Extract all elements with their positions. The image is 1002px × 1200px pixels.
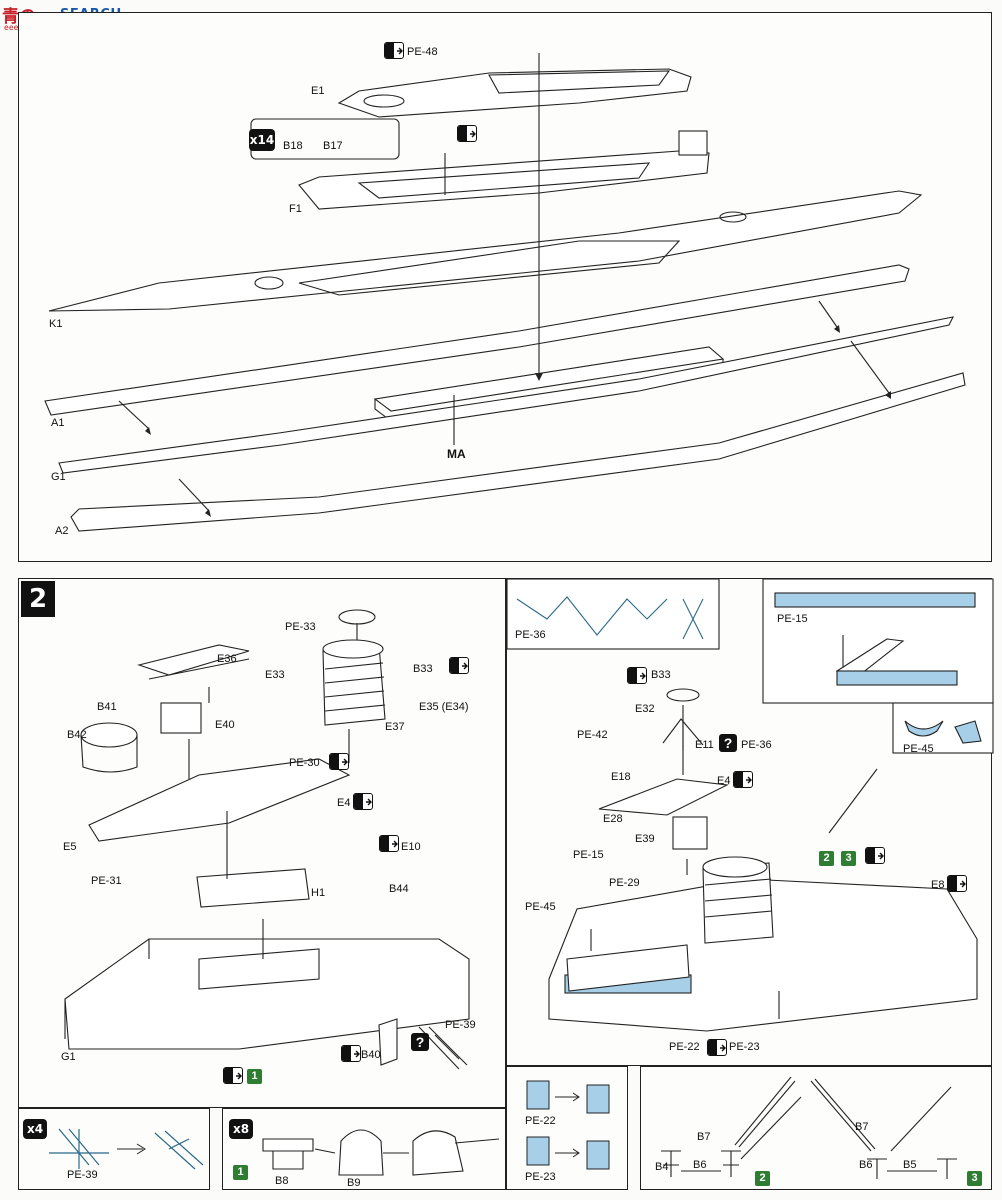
label-h1: H1 bbox=[311, 887, 326, 899]
pe-arrow-icon bbox=[865, 847, 885, 864]
label-g1: G1 bbox=[61, 1051, 76, 1063]
superstructure-drawing bbox=[64, 609, 470, 1070]
assembled-superstructure-drawing bbox=[506, 578, 994, 1032]
step-number: 2 bbox=[21, 581, 55, 617]
question-icon: ? bbox=[411, 1033, 429, 1051]
label-pe22: PE-22 bbox=[525, 1115, 556, 1127]
label-b6: B6 bbox=[693, 1159, 707, 1171]
label-e33: E33 bbox=[265, 669, 285, 681]
label-pe31: PE-31 bbox=[91, 875, 122, 887]
pe-arrow-icon bbox=[947, 875, 967, 892]
pe-arrow-icon bbox=[379, 835, 399, 852]
pe-arrow-icon bbox=[707, 1039, 727, 1056]
label-pe33: PE-33 bbox=[285, 621, 316, 633]
step-2-badge: 2 bbox=[819, 851, 834, 866]
label-b44: B44 bbox=[389, 883, 409, 895]
label-pe42: PE-42 bbox=[577, 729, 608, 741]
label-pe23: PE-23 bbox=[729, 1041, 760, 1053]
label-e1: E1 bbox=[311, 85, 325, 97]
label-e18: E18 bbox=[611, 771, 631, 783]
repeat-x8-badge: x8 bbox=[229, 1119, 253, 1139]
label-e40: E40 bbox=[215, 719, 235, 731]
pe-arrow-icon bbox=[627, 667, 647, 684]
label-pe15: PE-15 bbox=[777, 613, 808, 625]
label-b7-b: B7 bbox=[855, 1121, 869, 1133]
pe-arrow-icon bbox=[733, 771, 753, 788]
label-b6-b: B6 bbox=[859, 1159, 873, 1171]
label-b9: B9 bbox=[347, 1177, 361, 1189]
pe-arrow-icon bbox=[341, 1045, 361, 1062]
right-result-panel: PE-36 PE-15 B33 E32 PE-42 E11 ? PE-36 PE… bbox=[506, 578, 994, 1066]
label-e10: E10 bbox=[401, 841, 421, 853]
label-e5: E5 bbox=[63, 841, 77, 853]
mast-subassembly-panel: B7 B4 B6 2 B7 B6 B5 3 bbox=[640, 1066, 992, 1190]
gun-turret-drawing bbox=[262, 1129, 500, 1176]
label-e37: E37 bbox=[385, 721, 405, 733]
step-3-badge: 3 bbox=[967, 1171, 982, 1186]
label-pe29: PE-29 bbox=[609, 877, 640, 889]
label-e28: E28 bbox=[603, 813, 623, 825]
label-pe39: PE-39 bbox=[67, 1169, 98, 1181]
pe-arrow-icon bbox=[457, 125, 477, 142]
step-1-badge: 1 bbox=[247, 1069, 262, 1084]
label-b7: B7 bbox=[697, 1131, 711, 1143]
label-e4: E4 bbox=[337, 797, 351, 809]
label-b33: B33 bbox=[651, 669, 671, 681]
pe-arrow-icon bbox=[449, 657, 469, 674]
label-e8: E8 bbox=[931, 879, 945, 891]
label-b8: B8 bbox=[275, 1175, 289, 1187]
pe-arrow-icon bbox=[353, 793, 373, 810]
label-pe22: PE-22 bbox=[669, 1041, 700, 1053]
pe22-pe23-panel: PE-22 PE-23 bbox=[506, 1066, 628, 1190]
label-e36: E36 bbox=[217, 653, 237, 665]
label-g1: G1 bbox=[51, 471, 66, 483]
label-b42: B42 bbox=[67, 729, 87, 741]
pe-arrow-icon bbox=[329, 753, 349, 770]
label-pe15-b: PE-15 bbox=[573, 849, 604, 861]
step-2-badge: 2 bbox=[755, 1171, 770, 1186]
hull-assembly-drawing bbox=[44, 53, 966, 532]
label-pe36: PE-36 bbox=[515, 629, 546, 641]
label-e35: E35 (E34) bbox=[419, 701, 469, 713]
label-a2: A2 bbox=[55, 525, 69, 537]
step1-panel: PE-48 E1 x14 B18 B17 F1 K1 A1 MA G1 A2 bbox=[18, 12, 992, 562]
label-b33: B33 bbox=[413, 663, 433, 675]
label-b18: B18 bbox=[283, 140, 303, 152]
repeat-x14-badge: x14 bbox=[249, 129, 275, 151]
label-e39: E39 bbox=[635, 833, 655, 845]
label-e11: E11 bbox=[695, 739, 714, 751]
pe39-subassembly-panel: x4 PE-39 bbox=[18, 1108, 210, 1190]
label-b41: B41 bbox=[97, 701, 117, 713]
label-a1: A1 bbox=[51, 417, 65, 429]
pe39-drawing bbox=[49, 1128, 204, 1170]
question-icon: ? bbox=[719, 734, 737, 752]
step-3-badge: 3 bbox=[841, 851, 856, 866]
mast-drawing bbox=[661, 1076, 957, 1179]
label-pe45-b: PE-45 bbox=[525, 901, 556, 913]
step2-panel: 2 PE-33 E36 E33 B33 E35 (E34) B41 E40 E3… bbox=[18, 578, 506, 1108]
label-b4: B4 bbox=[655, 1161, 669, 1173]
gun-subassembly-panel: x8 1 B8 B9 bbox=[222, 1108, 506, 1190]
label-pe48: PE-48 bbox=[407, 46, 438, 58]
label-pe39: PE-39 bbox=[445, 1019, 476, 1031]
label-ma: MA bbox=[447, 447, 466, 461]
label-f1: F1 bbox=[289, 203, 302, 215]
label-pe30: PE-30 bbox=[289, 757, 320, 769]
step-1-badge: 1 bbox=[233, 1165, 248, 1180]
label-pe45: PE-45 bbox=[903, 743, 934, 755]
label-k1: K1 bbox=[49, 318, 63, 330]
pe-arrow-icon bbox=[384, 42, 404, 59]
pe22-pe23-drawing bbox=[526, 1080, 610, 1170]
label-e4: E4 bbox=[717, 775, 731, 787]
label-b40: B40 bbox=[361, 1049, 381, 1061]
label-pe23: PE-23 bbox=[525, 1171, 556, 1183]
label-e32: E32 bbox=[635, 703, 655, 715]
pe-arrow-icon bbox=[223, 1067, 243, 1084]
repeat-x4-badge: x4 bbox=[23, 1119, 47, 1139]
label-pe36-b: PE-36 bbox=[741, 739, 772, 751]
label-b5: B5 bbox=[903, 1159, 917, 1171]
label-b17: B17 bbox=[323, 140, 343, 152]
